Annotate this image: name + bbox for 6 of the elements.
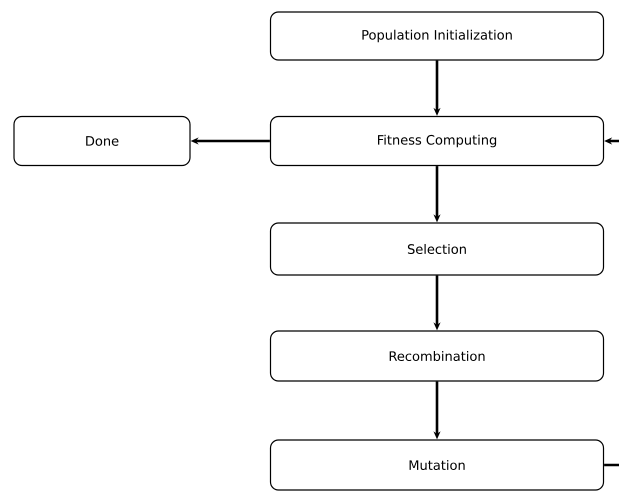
process-box: Selection [270,222,604,276]
process-box: Recombination [270,330,604,382]
process-box: Mutation [270,439,604,491]
process-box: Done [13,116,191,166]
process-box: Fitness Computing [270,116,604,166]
process-box: Population Initialization [270,11,604,61]
